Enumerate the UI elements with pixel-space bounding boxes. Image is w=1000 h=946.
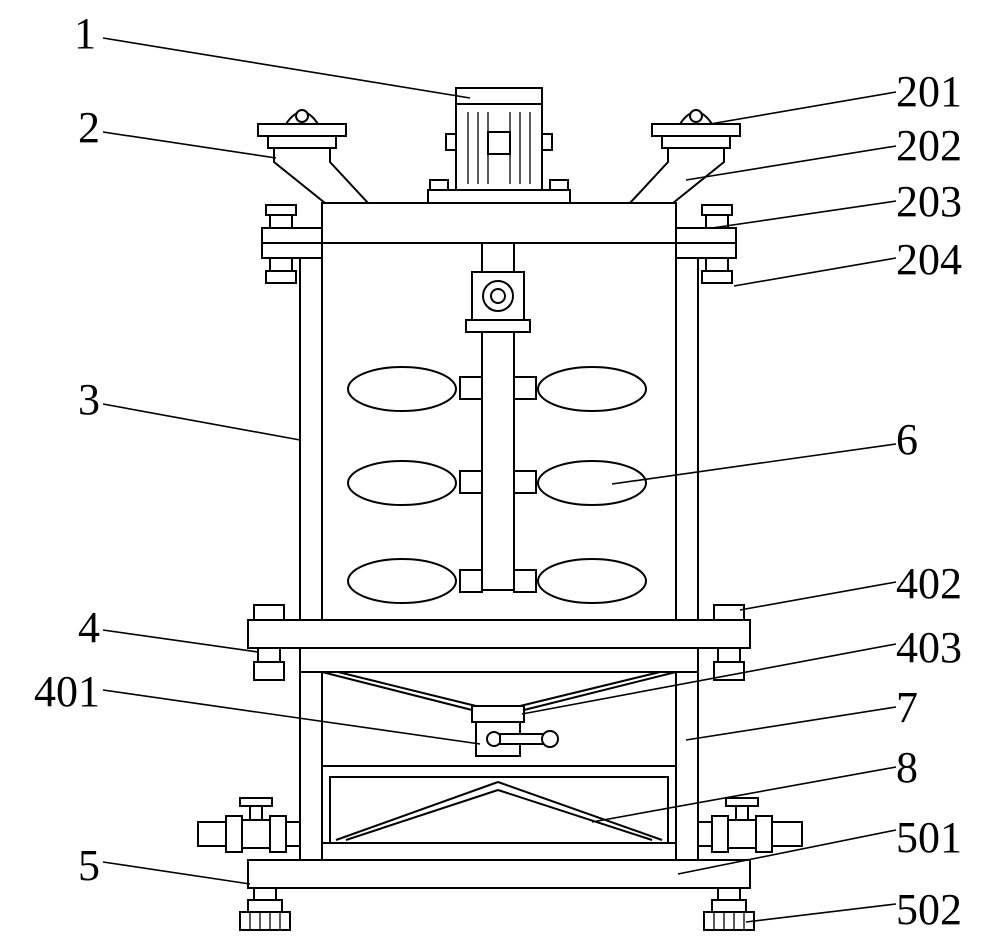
label-204: 204 bbox=[896, 235, 962, 284]
leveling-foot-left bbox=[239, 887, 291, 931]
label-403: 403 bbox=[896, 623, 962, 672]
motor bbox=[427, 87, 571, 204]
label-4: 4 bbox=[78, 603, 100, 652]
label-8: 8 bbox=[896, 743, 918, 792]
label-7: 7 bbox=[896, 683, 918, 732]
label-501: 501 bbox=[896, 813, 962, 862]
label-502: 502 bbox=[896, 885, 962, 934]
support-column-left bbox=[299, 257, 323, 861]
discharge-valve bbox=[475, 721, 559, 757]
label-401: 401 bbox=[34, 667, 100, 716]
base-plate bbox=[247, 842, 751, 889]
pipe-valve-left bbox=[197, 797, 301, 853]
collection-drawer bbox=[322, 765, 676, 844]
pipe-valve-right bbox=[697, 797, 803, 853]
stirring-blades bbox=[347, 366, 647, 604]
feed-hopper-right bbox=[627, 109, 741, 204]
middle-bolts-right bbox=[713, 604, 745, 681]
leveling-foot-right bbox=[703, 887, 755, 931]
label-203: 203 bbox=[896, 177, 962, 226]
top-bolts-left bbox=[265, 204, 297, 284]
leader-lines bbox=[102, 37, 897, 923]
lower-cone-hopper bbox=[321, 671, 677, 723]
label-202: 202 bbox=[896, 121, 962, 170]
label-6: 6 bbox=[896, 415, 918, 464]
label-2: 2 bbox=[78, 103, 100, 152]
label-201: 201 bbox=[896, 67, 962, 116]
middle-flange bbox=[247, 619, 751, 673]
label-402: 402 bbox=[896, 559, 962, 608]
stirring-shaft bbox=[465, 242, 531, 591]
support-column-right bbox=[675, 257, 699, 861]
label-1: 1 bbox=[74, 9, 96, 58]
label-5: 5 bbox=[78, 841, 100, 890]
middle-bolts-left bbox=[253, 604, 285, 681]
feed-hopper-left bbox=[257, 109, 371, 204]
top-bolts-right bbox=[701, 204, 733, 284]
label-3: 3 bbox=[78, 375, 100, 424]
